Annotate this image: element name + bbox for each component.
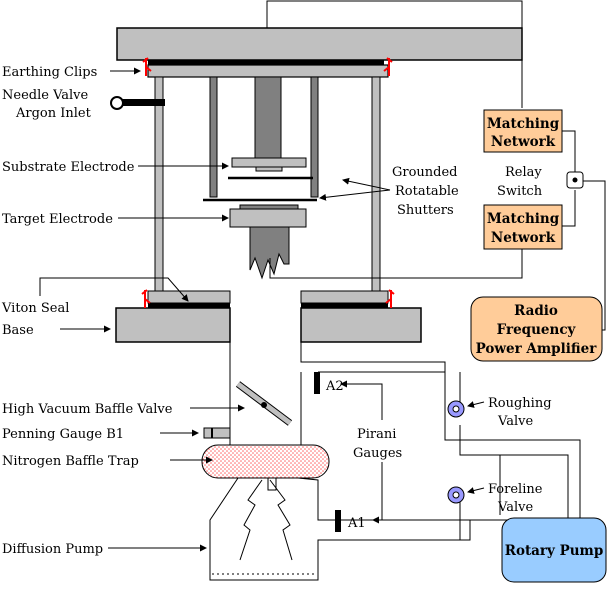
label-diffusion-pump: Diffusion Pump bbox=[2, 542, 103, 557]
label-roughing: Roughing bbox=[488, 396, 552, 411]
label-switch: Switch bbox=[497, 184, 543, 199]
bell-jar-flange-right bbox=[300, 290, 389, 304]
substrate-electrode bbox=[231, 157, 307, 168]
base-plate-right bbox=[300, 307, 422, 343]
relay-wire-top bbox=[562, 130, 576, 172]
rotary-line-top bbox=[445, 439, 581, 518]
arrow-a2 bbox=[340, 380, 383, 420]
label-grounded: Grounded bbox=[392, 165, 458, 180]
label-rotatable: Rotatable bbox=[395, 184, 459, 199]
arrow-roughing bbox=[467, 401, 485, 408]
base-clip-right bbox=[385, 289, 395, 308]
label-earthing-clips: Earthing Clips bbox=[2, 65, 97, 80]
base-plate-left bbox=[115, 307, 231, 343]
relay-switch-dot bbox=[572, 177, 578, 183]
earthing-clip-left bbox=[142, 57, 152, 76]
nitrogen-baffle-trap bbox=[201, 444, 330, 479]
diffusion-pump-jet bbox=[250, 477, 290, 491]
rf-line2: Frequency bbox=[497, 322, 577, 338]
substrate-holder bbox=[255, 166, 283, 172]
rod-right-inner bbox=[310, 76, 319, 198]
earthing-clip-right bbox=[383, 57, 393, 76]
rod-right-outer bbox=[371, 76, 381, 292]
bell-jar-flange-left bbox=[147, 290, 231, 304]
viton-seal-right bbox=[301, 303, 388, 308]
label-pirani: Pirani bbox=[357, 427, 396, 442]
label-base: Base bbox=[2, 323, 34, 338]
matching-bottom-line1: Matching bbox=[487, 211, 560, 227]
matching-network-bottom-box bbox=[483, 204, 563, 250]
rotary-line-right bbox=[460, 454, 569, 518]
base-clip-left bbox=[141, 289, 151, 308]
label-foreline: Foreline bbox=[488, 482, 543, 497]
label-a1: A1 bbox=[347, 516, 366, 531]
matching-network-top-box bbox=[483, 109, 563, 153]
label-foreline-valve: Valve bbox=[497, 500, 533, 515]
viton-seal-left bbox=[148, 303, 230, 308]
rotary-pump-box bbox=[501, 517, 607, 583]
baffle-valve-pivot bbox=[261, 402, 267, 408]
matching-top-line2: Network bbox=[491, 134, 556, 150]
backing-line bbox=[318, 371, 501, 515]
top-seal-black bbox=[148, 60, 384, 65]
pump-jet-right bbox=[269, 479, 293, 561]
rf-wire-target bbox=[269, 248, 523, 279]
rotary-pump-label: Rotary Pump bbox=[505, 543, 604, 559]
matching-bottom-line2: Network bbox=[491, 230, 556, 246]
target-plate-thin bbox=[239, 204, 299, 210]
label-viton-seal: Viton Seal bbox=[1, 301, 69, 316]
top-flange bbox=[147, 64, 389, 78]
arrow-viton bbox=[39, 277, 189, 302]
rf-amplifier-box bbox=[470, 296, 603, 362]
label-high-vacuum-baffle-valve: High Vacuum Baffle Valve bbox=[2, 402, 173, 417]
diffusion-pump-body bbox=[209, 477, 471, 581]
label-gauges: Gauges bbox=[353, 446, 402, 461]
rf-wire-top bbox=[266, 0, 523, 108]
label-needle-valve: Needle Valve bbox=[2, 88, 89, 103]
label-argon-inlet: Argon Inlet bbox=[15, 106, 92, 121]
roughing-valve-core bbox=[452, 405, 460, 413]
rod-left-inner bbox=[209, 76, 218, 198]
label-a2: A2 bbox=[325, 379, 344, 394]
target-electrode bbox=[229, 208, 307, 228]
needle-valve-icon bbox=[110, 96, 165, 110]
pump-line-right bbox=[300, 342, 446, 372]
label-shutters: Shutters bbox=[397, 203, 454, 218]
pirani-gauge-a1 bbox=[335, 510, 341, 532]
penning-gauge bbox=[203, 427, 231, 439]
target-stem bbox=[249, 226, 290, 280]
arrow-foreline bbox=[467, 487, 485, 494]
pump-jet-left bbox=[239, 479, 263, 561]
label-penning-gauge: Penning Gauge B1 bbox=[2, 427, 124, 442]
relay-wire-out bbox=[582, 180, 606, 331]
rod-left-outer bbox=[154, 76, 164, 292]
rf-line1: Radio bbox=[514, 303, 558, 319]
arrow-shutter-bottom bbox=[319, 189, 391, 201]
pirani-gauge-a2 bbox=[314, 372, 320, 394]
arrow-a1 bbox=[372, 462, 383, 524]
label-target-electrode: Target Electrode bbox=[2, 212, 113, 227]
foreline-valve-core bbox=[452, 491, 460, 499]
label-substrate-electrode: Substrate Electrode bbox=[2, 160, 135, 175]
top-plate bbox=[116, 27, 523, 61]
arrow-shutter-top bbox=[342, 177, 391, 191]
label-roughing-valve: Valve bbox=[497, 414, 533, 429]
substrate-stem bbox=[254, 76, 282, 160]
label-relay: Relay bbox=[505, 165, 542, 180]
matching-top-line1: Matching bbox=[487, 116, 560, 132]
label-nitrogen-baffle-trap: Nitrogen Baffle Trap bbox=[2, 454, 139, 469]
relay-wire-bottom bbox=[562, 190, 576, 227]
rf-line3: Power Amplifier bbox=[476, 341, 598, 357]
